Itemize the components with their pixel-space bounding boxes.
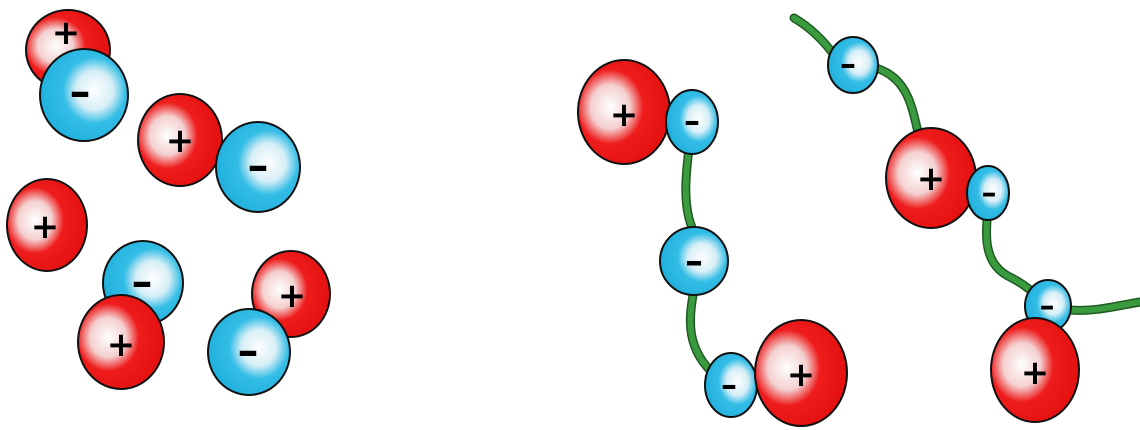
cation-sign: + (166, 121, 195, 161)
anion-sign: – (840, 45, 856, 83)
free-ions-panel: + – + – + – + + (6, 9, 331, 396)
cation: + (137, 93, 223, 187)
bound-anion: – (966, 165, 1010, 221)
anion: – (215, 121, 301, 213)
cation: + (577, 59, 671, 165)
bound-anion: – (665, 89, 719, 155)
anion: – (207, 308, 291, 396)
cation-sign: + (787, 355, 816, 395)
anion: – (39, 48, 129, 142)
cation: + (885, 127, 977, 229)
cation-sign: + (31, 207, 60, 247)
cation-sign: + (610, 95, 639, 135)
anion-sign: – (982, 176, 997, 211)
cation: + (754, 319, 848, 427)
polymer-chain-right (789, 13, 1140, 315)
cation: + (6, 178, 88, 272)
anion-sign: – (721, 366, 737, 404)
bound-ions-panel: + – – – + – + – (577, 36, 1080, 427)
cation-sign: + (1021, 353, 1050, 393)
anion-sign: – (685, 241, 703, 282)
cation-sign: + (917, 159, 946, 199)
anion-sign: – (248, 141, 269, 190)
cation: + (77, 294, 165, 390)
anion-sign: – (684, 102, 700, 140)
bound-anion: – (659, 226, 729, 296)
anion-sign: – (70, 67, 91, 116)
cation-sign: + (107, 325, 136, 365)
anion-sign: – (132, 257, 153, 306)
anion-sign: – (1040, 289, 1055, 324)
bound-anion: – (827, 36, 879, 94)
cation: + (990, 317, 1080, 423)
anion-sign: – (238, 326, 259, 375)
cation-sign: + (278, 276, 307, 316)
cation-sign: + (52, 13, 81, 53)
bound-anion: – (704, 352, 758, 418)
